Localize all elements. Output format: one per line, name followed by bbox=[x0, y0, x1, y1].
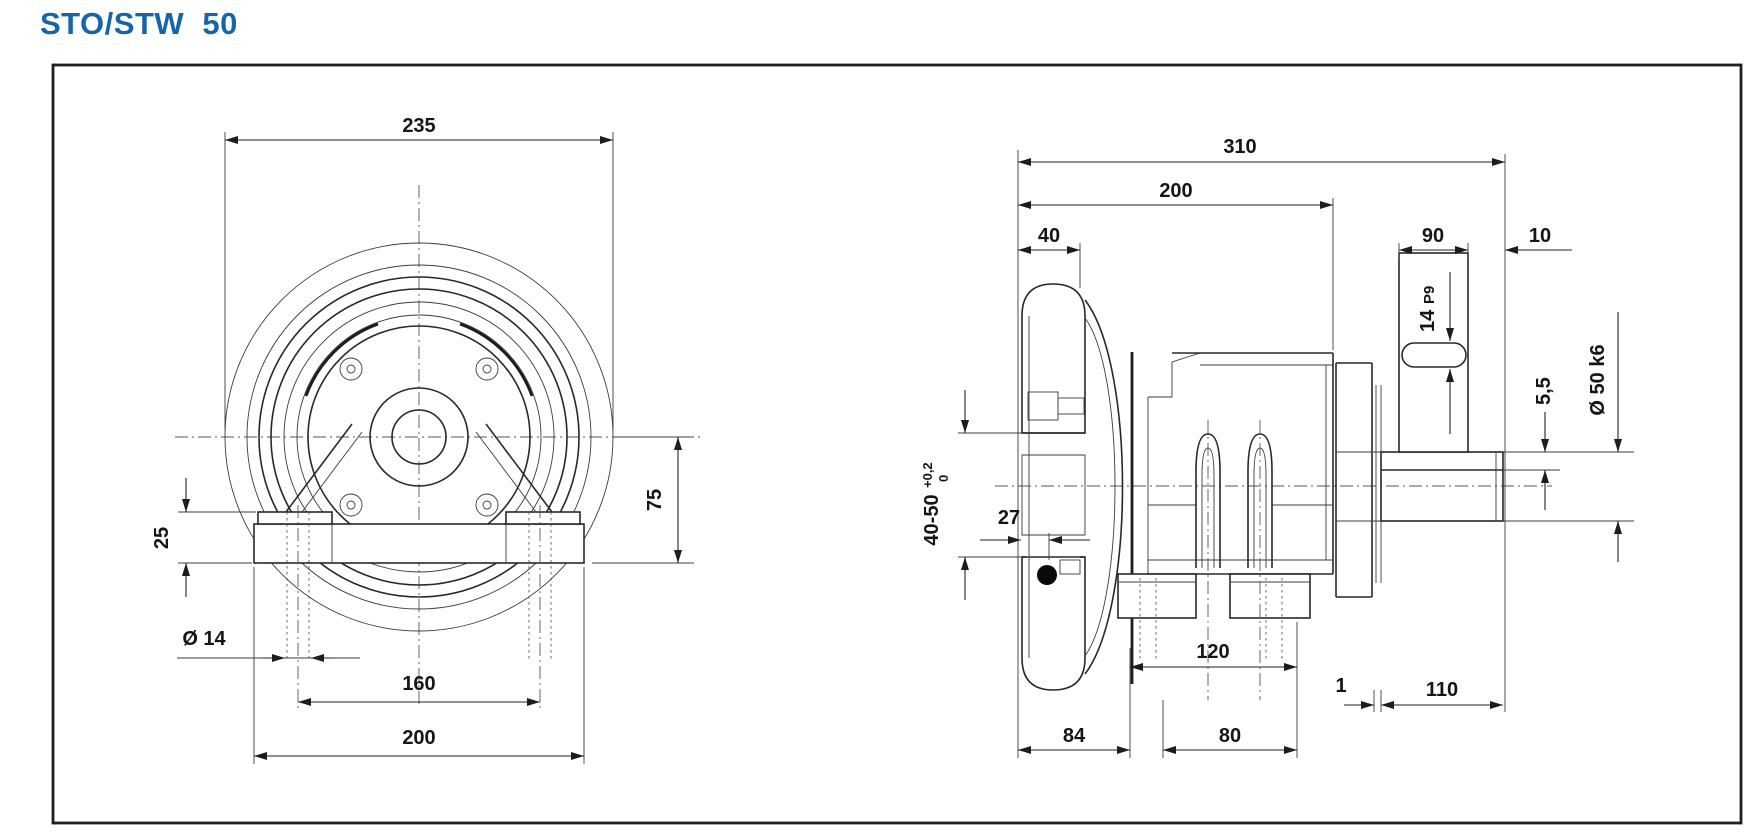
bore-range-value: 40-50 bbox=[921, 494, 943, 545]
dim-flange-assembly-label: 84 bbox=[1063, 725, 1086, 747]
dim-flange-width-label: 40 bbox=[1038, 225, 1060, 247]
dim-center-to-base-label: 75 bbox=[644, 489, 666, 511]
bore-range-label: 40-50 +0,2 0 bbox=[920, 462, 951, 545]
bolt-holes bbox=[339, 357, 499, 517]
keyway-plan-view bbox=[1398, 252, 1469, 453]
dim-body-span-label: 80 bbox=[1219, 725, 1241, 747]
drawing-frame bbox=[51, 63, 1743, 825]
mounting-foot bbox=[253, 423, 585, 712]
key-width-fit: P9 bbox=[1421, 286, 1438, 304]
set-screw-dot bbox=[1037, 565, 1057, 585]
page-title: STO/STW 50 bbox=[40, 6, 238, 41]
upper-left-arc bbox=[304, 322, 379, 397]
dim-shaft-end-clearance-label: 10 bbox=[1529, 225, 1551, 247]
spring-pocket-right bbox=[1247, 433, 1273, 568]
upper-right-arc bbox=[459, 322, 534, 397]
front-view: 235 75 25 Ø 14 160 200 bbox=[151, 115, 700, 764]
body-section bbox=[1117, 352, 1334, 700]
flange-section bbox=[1021, 283, 1134, 691]
side-view: 310 200 40 90 10 14 P9 bbox=[920, 136, 1634, 758]
dim-key-length-label: 90 bbox=[1422, 225, 1444, 247]
dim-keyway-depth-label: 5,5 bbox=[1533, 377, 1555, 405]
dim-hub-step-label: 27 bbox=[998, 507, 1020, 529]
keyway-slot bbox=[1401, 342, 1467, 368]
output-shaft bbox=[1380, 451, 1504, 522]
dim-shaft-length-label: 110 bbox=[1426, 679, 1458, 701]
dim-spacer-label: 1 bbox=[1335, 675, 1346, 697]
dim-hub-length-label: 200 bbox=[1159, 180, 1192, 202]
dim-foot-width-label: 200 bbox=[402, 727, 435, 749]
key-width-label: 14 P9 bbox=[1417, 286, 1439, 332]
bore-tolerance-lower: 0 bbox=[936, 475, 951, 482]
dim-outer-diameter-label: 235 bbox=[402, 115, 435, 137]
key-width-value: 14 bbox=[1417, 309, 1439, 332]
shaft-section bbox=[1335, 252, 1504, 598]
dim-shaft-diameter-label: Ø 50 k6 bbox=[1587, 344, 1609, 415]
dim-total-length-label: 310 bbox=[1223, 136, 1256, 158]
dim-groove-span-label: 120 bbox=[1196, 641, 1229, 663]
dim-foot-hole-diameter-label: Ø 14 bbox=[182, 628, 226, 650]
spring-pocket-left bbox=[1195, 433, 1221, 568]
bore-tolerance-upper: +0,2 bbox=[920, 462, 935, 488]
dim-foot-height-label: 25 bbox=[151, 527, 173, 549]
dim-foot-hole-spacing-label: 160 bbox=[402, 673, 435, 695]
